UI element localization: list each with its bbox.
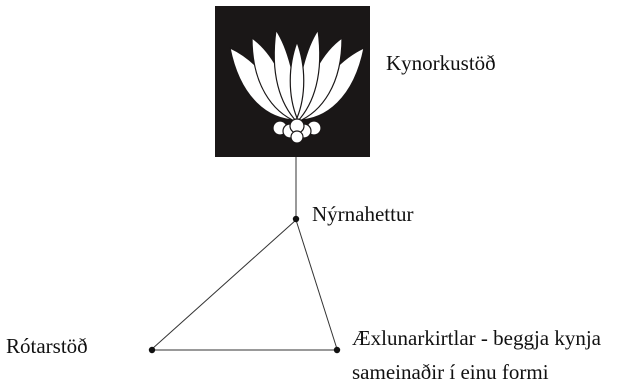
lotus-icon <box>229 28 365 144</box>
label-gonads: Æxlunarkirtlar - beggja kynja sameinaðir… <box>352 321 601 389</box>
label-root: Rótarstöð <box>6 334 88 358</box>
node-dot-adrenal <box>292 215 300 223</box>
label-gonads-line1: Æxlunarkirtlar - beggja kynja <box>352 326 602 350</box>
node-dot-gonads <box>333 346 341 354</box>
label-adrenal: Nýrnahettur <box>312 202 414 226</box>
connector-line-adrenal-root <box>151 219 297 350</box>
label-crown: Kynorkustöð <box>386 51 496 75</box>
label-gonads-line2: sameinaðir í einu formi <box>352 360 549 384</box>
node-dot-root <box>148 346 156 354</box>
connector-line-adrenal-gonads <box>295 219 338 350</box>
